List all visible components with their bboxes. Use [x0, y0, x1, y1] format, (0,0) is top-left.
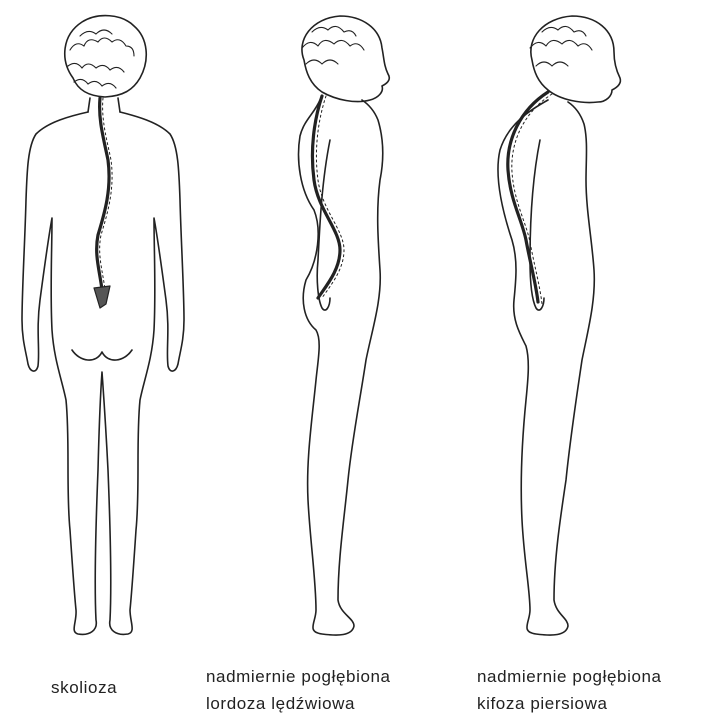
caption-scoliosis: skolioza — [51, 674, 117, 701]
figure-scoliosis-neck — [88, 98, 120, 112]
figure-lordosis-spine — [312, 96, 340, 298]
figure-kyphosis-head — [531, 16, 621, 103]
caption-lordosis-line-1: nadmiernie pogłębiona — [206, 663, 391, 690]
figure-kyphosis — [498, 16, 620, 635]
figure-lordosis-body — [299, 100, 383, 635]
caption-lordosis: nadmiernie pogłębiona lordoza lędźwiowa — [206, 663, 391, 717]
figure-scoliosis-hair-curls — [68, 30, 134, 88]
figure-scoliosis-body — [22, 112, 184, 634]
figure-scoliosis-spine — [97, 98, 109, 290]
figure-lordosis-vertebrae — [316, 96, 344, 298]
caption-scoliosis-line-1: skolioza — [51, 674, 117, 701]
caption-kyphosis-line-2: kifoza piersiowa — [477, 690, 662, 717]
figure-kyphosis-spine — [508, 92, 548, 302]
figure-kyphosis-arm — [530, 140, 544, 310]
caption-kyphosis: nadmiernie pogłębiona kifoza piersiowa — [477, 663, 662, 717]
caption-kyphosis-line-1: nadmiernie pogłębiona — [477, 663, 662, 690]
caption-lordosis-line-2: lordoza lędźwiowa — [206, 690, 391, 717]
figure-scoliosis — [22, 16, 184, 635]
figure-scoliosis-sacrum — [94, 286, 110, 308]
figure-kyphosis-hair-curls — [530, 26, 592, 66]
figure-scoliosis-gluteal-line — [72, 350, 132, 360]
figure-lordosis — [299, 16, 390, 635]
figure-lordosis-hair-curls — [302, 26, 364, 64]
